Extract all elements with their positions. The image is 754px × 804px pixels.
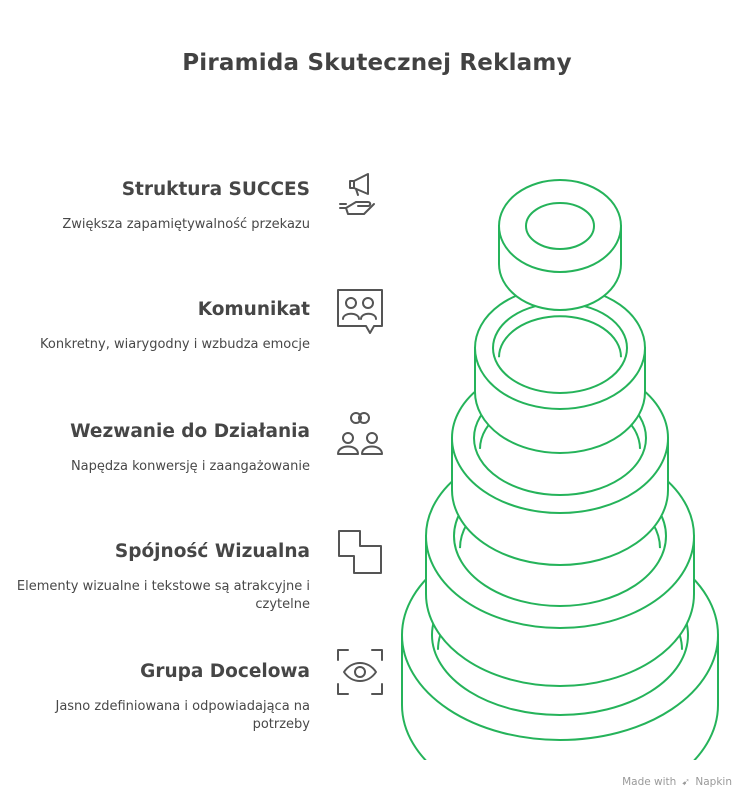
level-title: Struktura SUCCES [121,179,310,200]
level-description: Zwiększa zapamiętywalność przekazu [62,217,310,232]
level-description: Napędza konwersję i zaangażowanie [70,459,310,474]
level-description: Konkretny, wiarygodny i wzbudza emocje [40,337,310,352]
watermark-text: Made with [622,776,677,788]
level-spojnosc-wizualna: Spójność Wizualna Elementy wizualne i te… [10,540,310,614]
level-title: Grupa Docelowa [140,661,310,682]
page-title: Piramida Skutecznej Reklamy [182,50,572,76]
eye-target-icon [334,646,386,698]
level-grupa-docelowa: Grupa Docelowa Jasno zdefiniowana i odpo… [10,660,310,734]
napkin-watermark: Made with ➹ Napkin [622,776,732,788]
level-struktura-succes: Struktura SUCCES Zwiększa zapamiętywalno… [10,178,310,234]
level-title: Wezwanie do Działania [70,421,310,442]
bolt-icon: ➹ [681,777,691,788]
ring-hole [525,202,595,250]
level-title: Komunikat [197,299,310,320]
level-description: Elementy wizualne i tekstowe są atrakcyj… [16,579,310,612]
megaphone-hand-icon [334,166,386,218]
level-wezwanie-do-dzialania: Wezwanie do Działania Napędza konwersję … [10,420,310,476]
ring-komunikat [474,286,646,454]
ring-pyramid [401,179,719,760]
level-title: Spójność Wizualna [114,541,310,562]
level-description: Jasno zdefiniowana i odpowiadająca na po… [55,699,310,732]
level-komunikat: Komunikat Konkretny, wiarygodny i wzbudz… [10,298,310,354]
watermark-brand: Napkin [695,776,732,788]
ring-struktura-succes [498,179,622,311]
people-speech-bubble-icon [334,286,386,338]
puzzle-shape-icon [334,526,386,578]
ring-inner-wall [498,315,622,358]
linked-people-icon [334,408,386,460]
